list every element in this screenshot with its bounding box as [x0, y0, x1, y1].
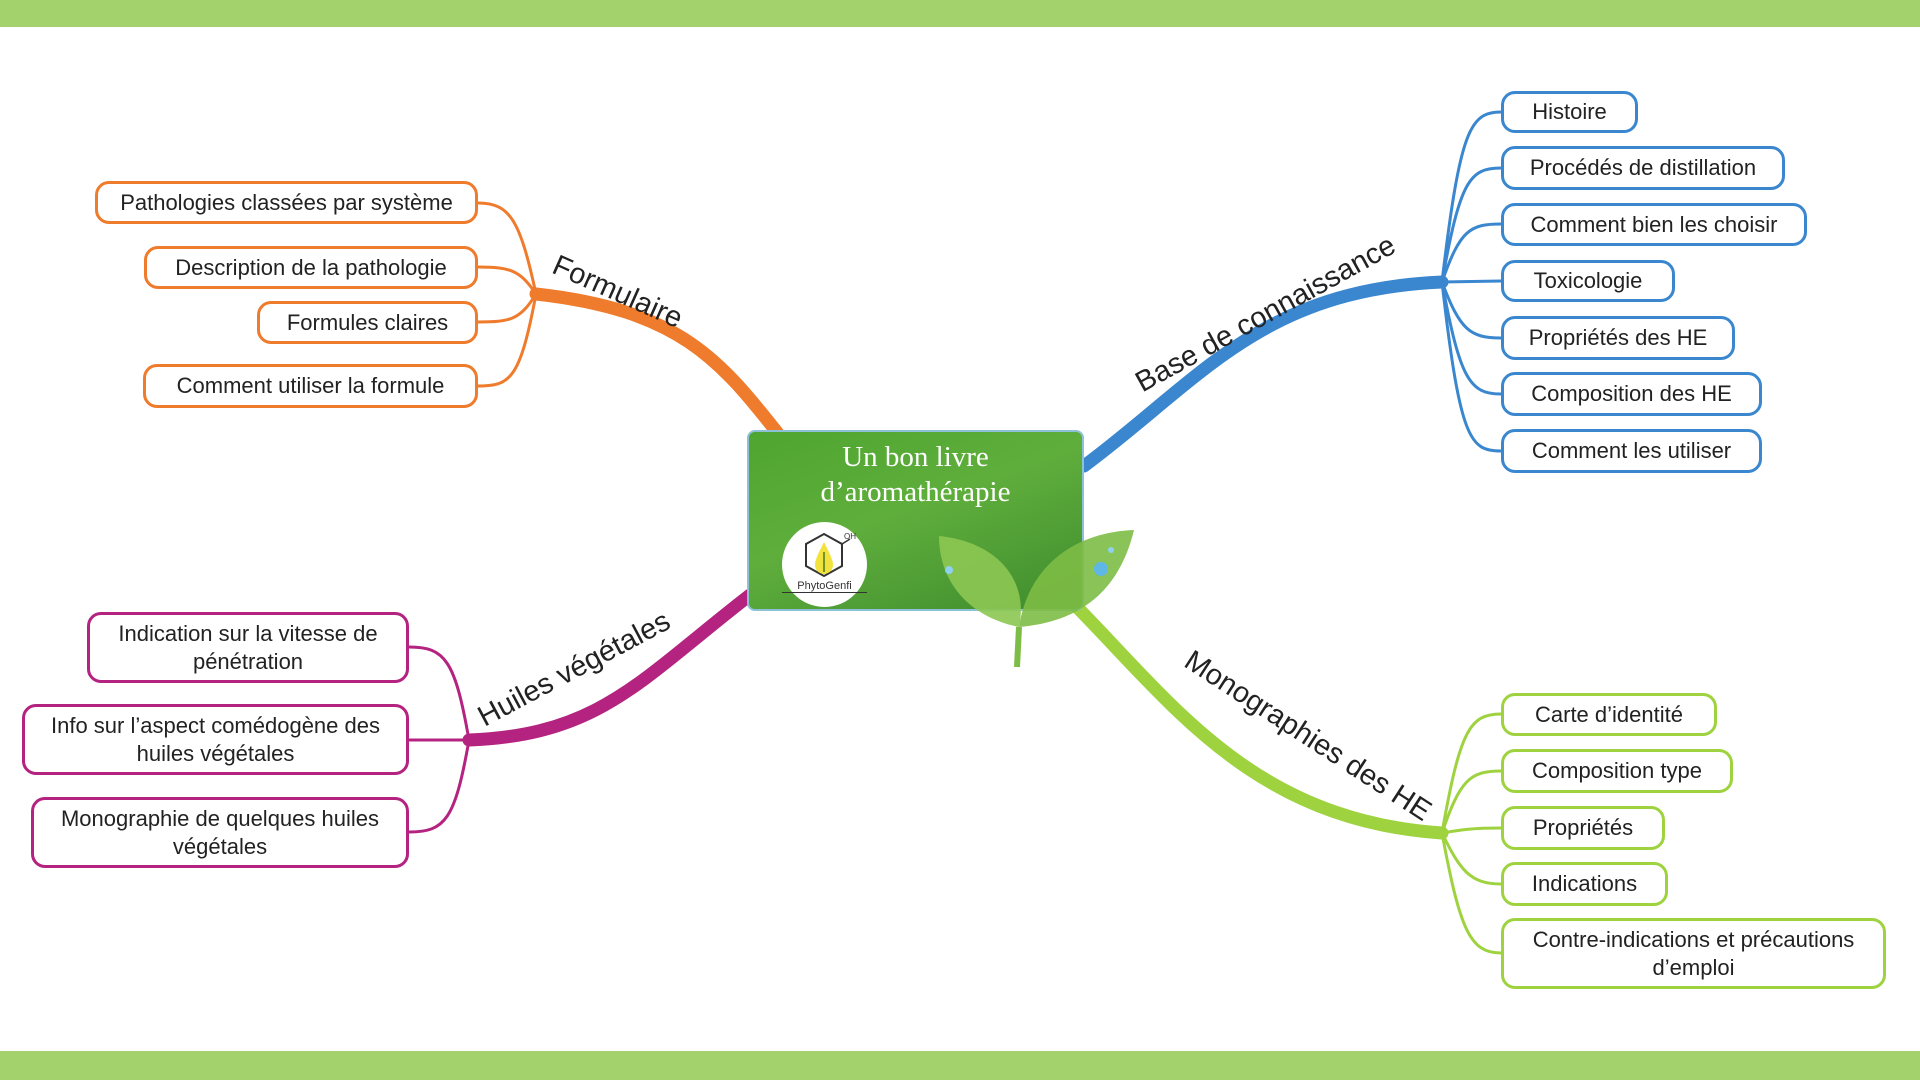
node-pathologies[interactable]: Pathologies classées par système	[95, 181, 478, 224]
node-proprietes[interactable]: Propriétés	[1501, 806, 1665, 850]
top-frame-bar	[0, 0, 1920, 27]
node-indications[interactable]: Indications	[1501, 862, 1668, 906]
node-composition-he[interactable]: Composition des HE	[1501, 372, 1762, 416]
monographies-branch	[1063, 593, 1449, 840]
monographies-sub-links	[1440, 712, 1502, 955]
central-title: Un bon livre d’aromathérapie	[749, 440, 1082, 510]
logo-oh: OH	[844, 532, 856, 541]
huiles-sub-links	[408, 645, 471, 834]
node-vitesse-penetration[interactable]: Indication sur la vitesse de pénétration	[87, 612, 409, 683]
node-histoire[interactable]: Histoire	[1501, 91, 1638, 133]
central-topic[interactable]: Un bon livre d’aromathérapie OH PhytoGen…	[747, 430, 1134, 668]
huiles-branch	[462, 588, 757, 747]
node-proprietes-he[interactable]: Propriétés des HE	[1501, 316, 1735, 360]
central-title-line1: Un bon livre	[842, 441, 989, 473]
bottom-frame-bar	[0, 1051, 1920, 1080]
node-aspect-comedogene[interactable]: Info sur l’aspect comédogène des huiles …	[22, 704, 409, 775]
logo-text: PhytoGenfi	[782, 580, 867, 593]
node-toxicologie[interactable]: Toxicologie	[1501, 260, 1675, 302]
leaves-icon	[939, 530, 1134, 668]
node-procedes-distillation[interactable]: Procédés de distillation	[1501, 146, 1785, 190]
formulaire-sub-links	[477, 201, 538, 388]
node-description-pathologie[interactable]: Description de la pathologie	[144, 246, 478, 289]
phytogenfi-logo: OH PhytoGenfi	[782, 522, 867, 607]
node-monographie-huiles[interactable]: Monographie de quelques huiles végétales	[31, 797, 409, 868]
node-composition-type[interactable]: Composition type	[1501, 749, 1733, 793]
central-title-line2: d’aromathérapie	[820, 476, 1011, 508]
node-contre-indications[interactable]: Contre-indications et précautions d’empl…	[1501, 918, 1886, 989]
base-branch	[1077, 275, 1449, 473]
logo-hexagon-drop-icon	[805, 532, 851, 578]
node-formules-claires[interactable]: Formules claires	[257, 301, 478, 344]
node-carte-identite[interactable]: Carte d’identité	[1501, 693, 1717, 736]
node-comment-choisir[interactable]: Comment bien les choisir	[1501, 203, 1807, 246]
node-comment-utiliser-formule[interactable]: Comment utiliser la formule	[143, 364, 478, 408]
formulaire-branch	[529, 287, 787, 443]
base-sub-links	[1440, 110, 1502, 453]
node-comment-utiliser[interactable]: Comment les utiliser	[1501, 429, 1762, 473]
